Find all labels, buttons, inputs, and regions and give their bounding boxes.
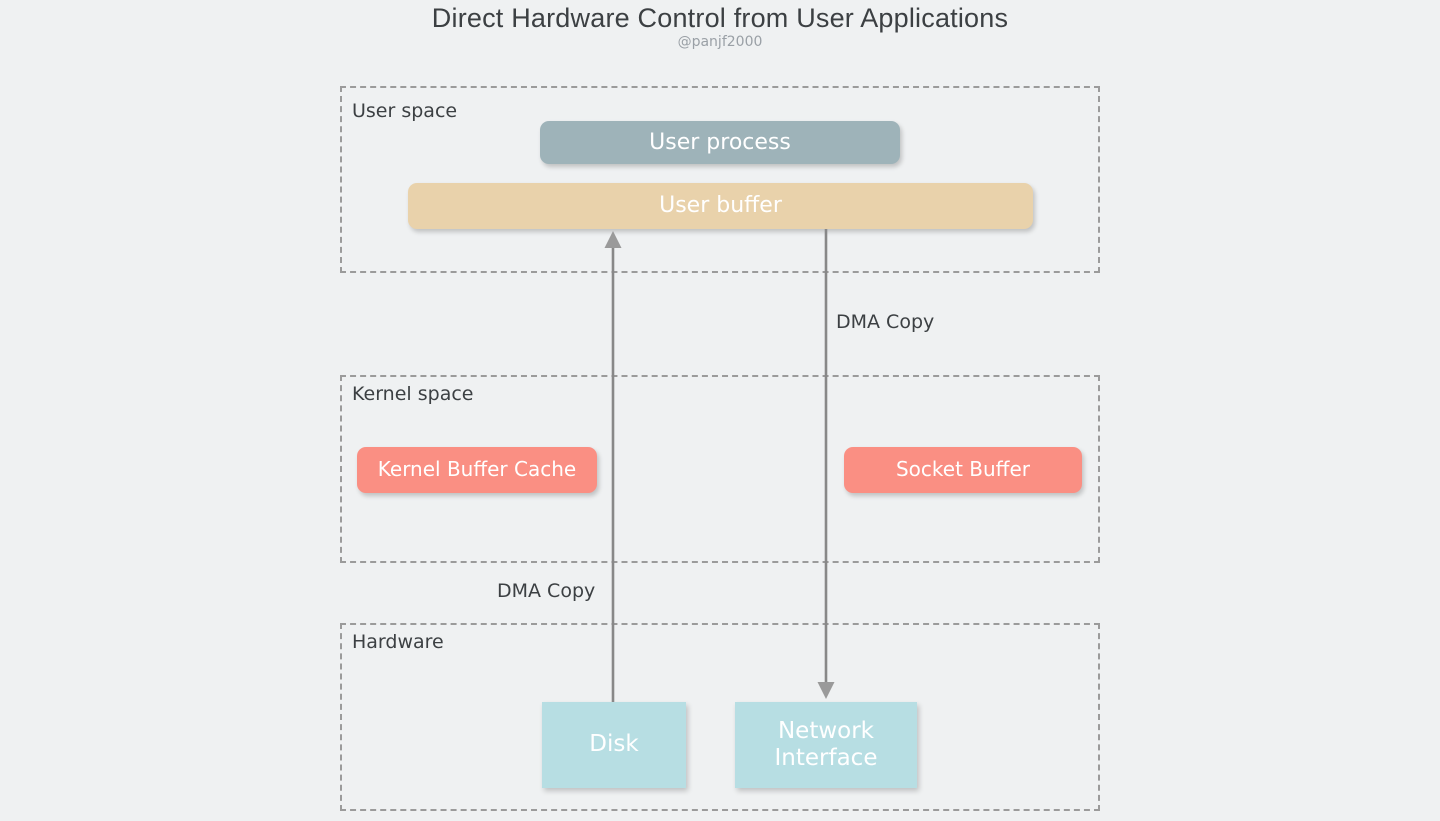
node-socket-buffer[interactable]: Socket Buffer — [844, 447, 1082, 493]
zone-hardware — [340, 623, 1100, 811]
node-user-process[interactable]: User process — [540, 121, 900, 164]
edge-label-dma-copy-read: DMA Copy — [497, 580, 596, 602]
node-network-interface[interactable]: Network Interface — [735, 702, 917, 788]
zone-kernel-space — [340, 375, 1100, 563]
zone-label-user-space: User space — [352, 100, 458, 122]
node-disk[interactable]: Disk — [542, 702, 686, 788]
edge-label-dma-copy-write: DMA Copy — [836, 311, 935, 333]
page-title: Direct Hardware Control from User Applic… — [431, 3, 1009, 33]
node-network-interface-line2: Interface — [774, 745, 878, 771]
node-network-interface-line1: Network — [777, 717, 875, 744]
zone-label-hardware: Hardware — [352, 631, 444, 653]
page-subtitle: @panjf2000 — [677, 34, 763, 50]
node-kernel-buffer-cache[interactable]: Kernel Buffer Cache — [357, 447, 597, 493]
zone-label-kernel-space: Kernel space — [352, 383, 474, 405]
node-user-buffer[interactable]: User buffer — [408, 183, 1033, 229]
zone-user-space — [340, 86, 1100, 273]
